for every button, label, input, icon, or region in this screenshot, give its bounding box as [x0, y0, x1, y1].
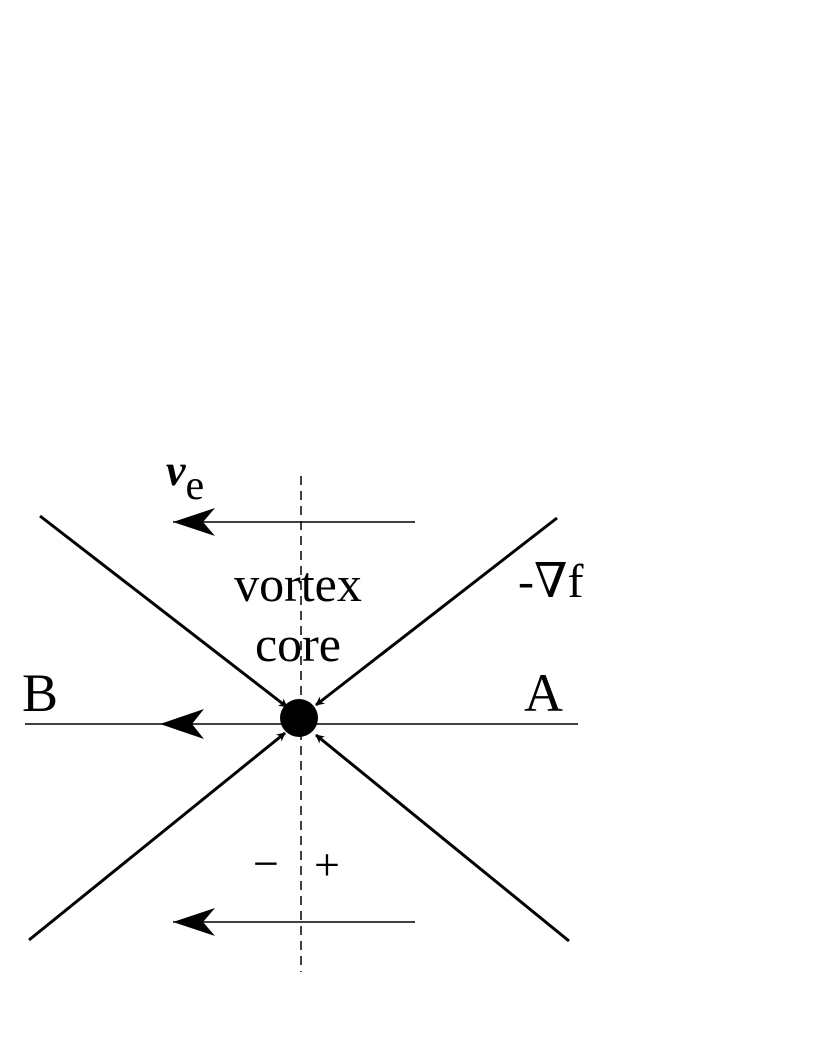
vortex-core-label-line1: vortex — [234, 556, 362, 612]
flow-arrow-middle-head — [160, 709, 204, 739]
velocity-symbol-label: v — [166, 446, 186, 495]
flow-arrow-bottom-head — [173, 908, 215, 936]
gradient-line-upper-left — [39, 514, 288, 709]
gradient-line-upper-right — [315, 516, 558, 707]
svg-text:ve: ve — [166, 446, 204, 509]
vortex-core-dot — [280, 699, 318, 737]
minus-sign-label: − — [253, 838, 279, 889]
plus-sign-label: + — [314, 839, 340, 890]
flow-arrow-top-head — [173, 508, 215, 536]
point-b-label: B — [22, 663, 58, 723]
gradient-label: -∇f — [518, 555, 584, 608]
gradient-line-lower-left — [28, 731, 286, 942]
vortex-core-label-line2: core — [255, 616, 341, 672]
velocity-subscript-label: e — [186, 463, 205, 509]
gradient-line-lower-right — [315, 733, 570, 943]
point-a-label: A — [524, 663, 563, 723]
